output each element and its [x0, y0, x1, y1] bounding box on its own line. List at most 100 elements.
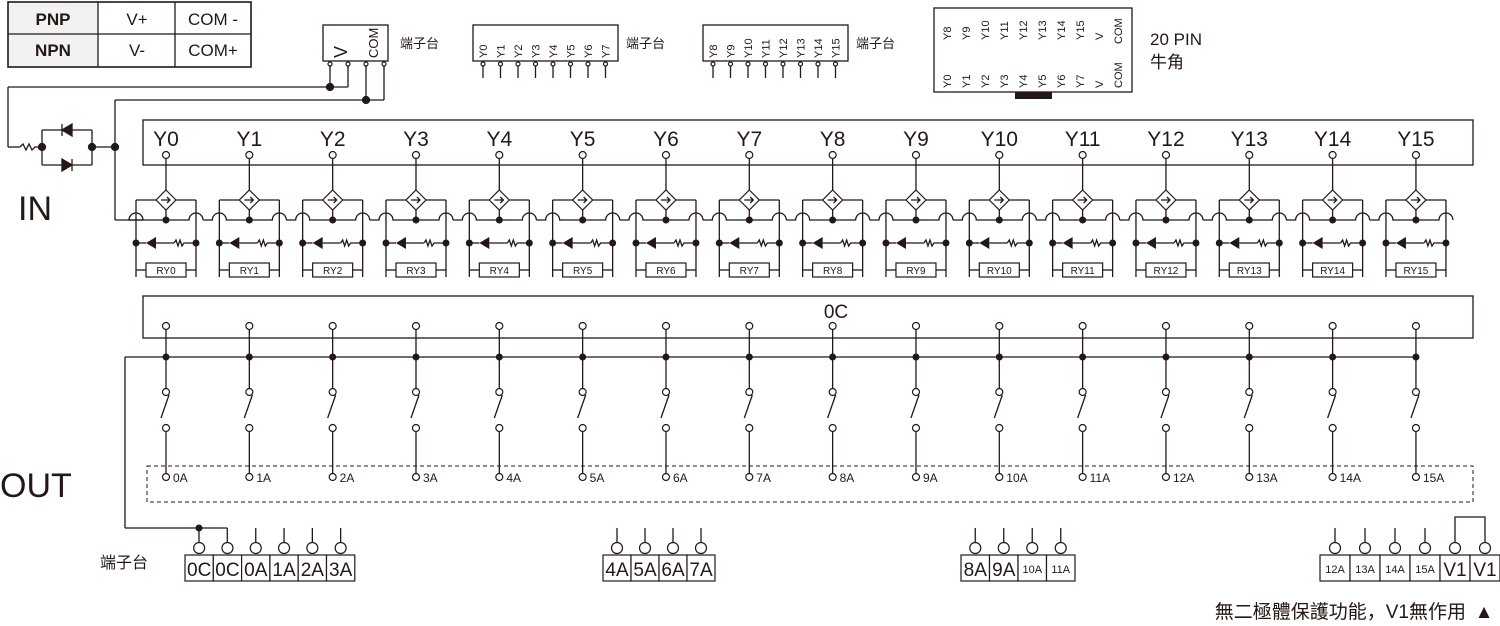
- pin-label: Y0: [478, 45, 490, 58]
- terminal-circle: [1161, 387, 1171, 397]
- pin-label: Y5: [566, 45, 578, 58]
- output-label: 10A: [1006, 471, 1027, 485]
- header-pin-top: Y9: [961, 27, 973, 40]
- resistor-icon: [256, 237, 280, 249]
- input-bus: [1119, 212, 1204, 221]
- terminal-circle: [1078, 150, 1087, 160]
- terminal-circle: [661, 387, 671, 397]
- junction-dot: [662, 353, 670, 361]
- resistor-icon: [1006, 237, 1030, 249]
- terminal-circle: [328, 423, 337, 433]
- terminal-cell: [658, 554, 688, 582]
- output-label: 0A: [173, 471, 188, 485]
- terminal-circle: [497, 61, 504, 67]
- junction-dot: [1329, 353, 1337, 361]
- terminal-circle: [1078, 387, 1087, 397]
- terminal-circle: [585, 61, 591, 67]
- header-pin-top: Y15: [1075, 20, 1087, 40]
- terminal-circle: [1328, 472, 1337, 482]
- header-pin-bottom: Y2: [980, 75, 992, 88]
- terminal-circle: [1078, 423, 1087, 433]
- header-pin-bottom: Y5: [1037, 75, 1049, 88]
- terminal-circle: [911, 472, 921, 482]
- terminal-cell: [1439, 554, 1471, 582]
- terminal-circle: [995, 472, 1004, 482]
- terminal-circle: [1161, 472, 1171, 482]
- input-label: Y13: [1231, 128, 1268, 151]
- terminal-cell: [1349, 554, 1381, 582]
- relay-label: RY7: [740, 266, 760, 277]
- header-pin-top: Y10: [980, 20, 992, 40]
- input-bus: [869, 212, 954, 221]
- relay-label: RY12: [1154, 266, 1179, 277]
- terminal-label: 11A: [1051, 564, 1070, 576]
- led-icon: [146, 237, 156, 249]
- pin-label: Y15: [831, 38, 843, 58]
- terminal-circle: [995, 150, 1004, 160]
- terminal-circle: [995, 321, 1004, 331]
- terminal-circle: [328, 321, 337, 331]
- junction-dot: [361, 95, 371, 105]
- terminal-circle: [1026, 541, 1039, 555]
- header-pin-bottom: Y6: [1056, 75, 1068, 88]
- input-label: Y8: [820, 128, 846, 151]
- input-label: Y14: [1314, 128, 1352, 151]
- led-icon: [979, 237, 990, 249]
- terminal-circle: [969, 541, 982, 555]
- terminal-circle: [495, 472, 504, 482]
- terminal-circle: [1411, 472, 1421, 482]
- arrow-icon: [1327, 196, 1338, 204]
- terminal-label: 5A: [633, 560, 657, 581]
- input-label: Y7: [736, 128, 762, 151]
- terminal-circle: [363, 61, 369, 67]
- output-label: 1A: [256, 471, 271, 485]
- output-label: 8A: [840, 471, 855, 485]
- arrow-icon: [1410, 196, 1421, 204]
- relay-label: RY13: [1237, 266, 1262, 277]
- header-pin-bottom: Y7: [1075, 75, 1087, 88]
- terminal-circle: [277, 541, 291, 555]
- terminal-circle: [161, 423, 171, 433]
- arrow-icon: [1244, 196, 1255, 204]
- led-icon: [1145, 237, 1156, 249]
- header-20pin-subtitle: 牛角: [1150, 53, 1184, 72]
- terminal-circle: [694, 541, 708, 555]
- relay-label: RY2: [323, 266, 343, 277]
- input-block: [142, 119, 1474, 166]
- terminal-circle: [1245, 321, 1254, 331]
- terminal-circle: [1411, 387, 1421, 397]
- terminal-label: 1A: [272, 560, 296, 581]
- terminal-cell: [1409, 554, 1441, 582]
- input-bus: [452, 212, 537, 221]
- terminal-circle: [567, 61, 574, 67]
- relay-label: RY1: [240, 266, 260, 277]
- junction-dot: [995, 353, 1003, 361]
- resistor-icon: [340, 237, 363, 249]
- junction-dot: [37, 142, 47, 152]
- terminal-circle: [495, 387, 504, 397]
- switch-contact: [493, 394, 503, 419]
- legend-table: PNP V+ COM - NPN V- COM+: [7, 1, 252, 68]
- resistor-icon: [1340, 237, 1363, 249]
- terminal-circle: [411, 423, 421, 433]
- terminal-circle: [745, 150, 754, 160]
- terminal-label: 4A: [605, 560, 629, 581]
- led-icon: [1395, 237, 1406, 249]
- led-icon: [1062, 237, 1073, 249]
- output-label: 6A: [673, 471, 688, 485]
- input-label: Y5: [570, 128, 596, 151]
- terminal-label: 10A: [1022, 564, 1042, 576]
- terminal-circle: [828, 472, 837, 482]
- output-label: 15A: [1423, 471, 1444, 485]
- terminal-cell: [630, 554, 660, 582]
- switch-contact: [243, 394, 253, 419]
- terminal-circle: [780, 61, 786, 67]
